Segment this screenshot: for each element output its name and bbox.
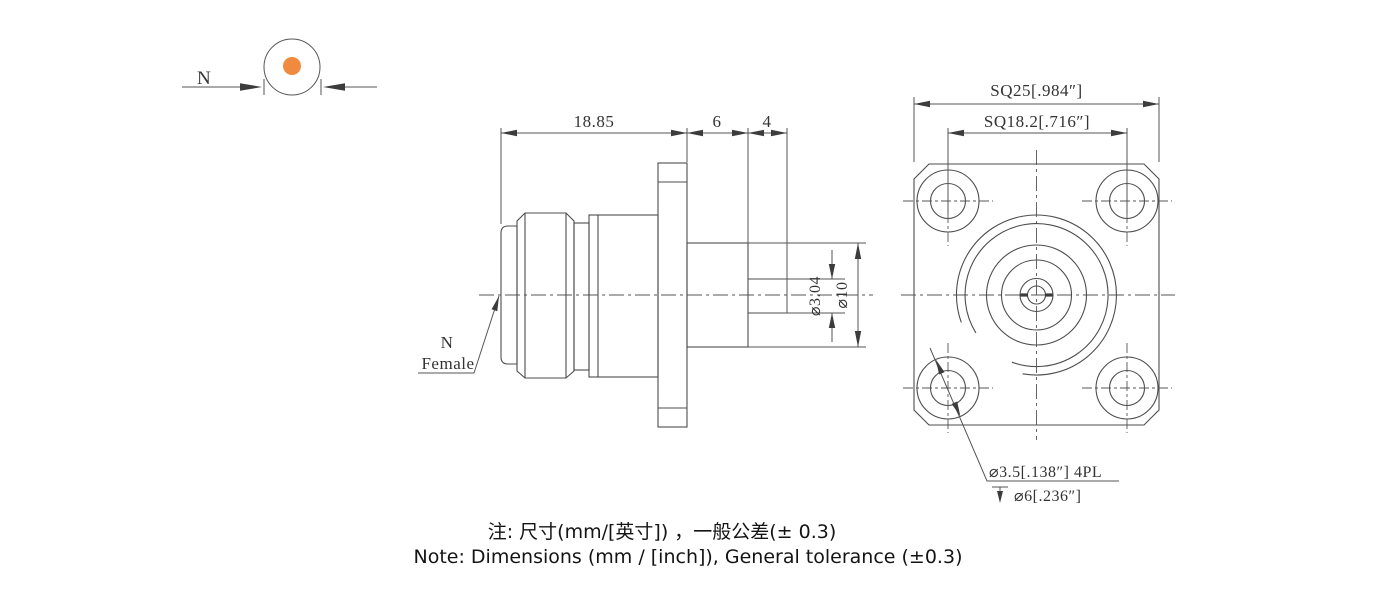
- dim-arrow-icon: [771, 129, 787, 137]
- label-connector-gender: Female: [421, 354, 474, 373]
- dim-pin-diameter: ⌀3.04: [807, 276, 824, 316]
- dim-arrow-icon: [1111, 129, 1127, 137]
- hole-spacing-dimension: SQ18.2[.716″]: [947, 112, 1128, 214]
- leader-arrow-icon: [491, 296, 499, 312]
- interface-cap: [500, 225, 518, 365]
- dim-arrow-icon: [828, 264, 836, 279]
- rear-pin: [748, 278, 787, 314]
- leader-arrow-icon: [935, 359, 945, 375]
- front-view: SQ25[.984″] SQ18.2[.716″] ⌀3.5[.138″] 4P…: [901, 81, 1175, 505]
- dim-cylinder-diameter: ⌀10: [834, 281, 851, 308]
- socket-slot-mark: [1020, 293, 1028, 297]
- connector-schematic-symbol: N: [182, 38, 377, 96]
- ext-lines-pin-dia: [787, 278, 845, 314]
- hole-callout: ⌀3.5[.138″] 4PL ⌀6[.236″]: [929, 347, 1119, 505]
- dim-arrow-icon: [748, 129, 764, 137]
- symbol-label: N: [197, 68, 211, 89]
- side-view: 18.85 6 4 ⌀3.04 ⌀10 N Female: [418, 112, 873, 428]
- mount-hole: [1082, 343, 1172, 433]
- dim-arrow-icon: [501, 129, 517, 137]
- dim-arrow-icon: [948, 129, 964, 137]
- symbol-right-arrow-icon: [323, 83, 345, 91]
- ext-lines-cyl-dia: [748, 242, 866, 348]
- thread-major-arc: [955, 214, 1118, 376]
- dim-arrow-icon: [854, 331, 862, 347]
- coax-interface-circles: [955, 214, 1118, 376]
- coax-center-contact-dot: [283, 57, 301, 75]
- note-line-cn: 注: 尺寸(mm/[英寸]) ，一般公差(± 0.3): [488, 521, 837, 543]
- dim-arrow-icon: [914, 100, 930, 108]
- symbol-left-arrow-icon: [240, 83, 262, 91]
- dim-arrow-icon: [828, 313, 836, 328]
- dim-arrow-icon: [671, 129, 687, 137]
- side-view-outline: [500, 162, 787, 428]
- dim-rear-cylinder-length: 6: [713, 112, 722, 131]
- mount-hole: [903, 343, 993, 433]
- dim-flange-square: SQ25[.984″]: [990, 81, 1082, 100]
- thread-minor-arc: [964, 223, 1109, 368]
- dim-arrow-icon: [687, 129, 703, 137]
- dim-rear-pin-length: 4: [763, 112, 772, 131]
- coupling-nut: [516, 212, 575, 379]
- bore-circle: [985, 244, 1088, 346]
- label-connector-series: N: [441, 333, 454, 352]
- socket-slot-mark: [1045, 293, 1053, 297]
- cylinder-diameter-dimension: ⌀10: [748, 242, 866, 348]
- dim-hole-spacing: SQ18.2[.716″]: [984, 112, 1090, 131]
- flange-face: [913, 163, 1160, 426]
- leader-arrow-icon: [951, 401, 961, 417]
- dim-body-length: 18.85: [574, 112, 615, 131]
- dim-arrow-icon: [854, 243, 862, 259]
- side-view-length-dimensions: 18.85 6 4: [500, 112, 788, 313]
- pin-diameter-dimension: ⌀3.04: [787, 250, 845, 342]
- rear-cylinder: [686, 242, 749, 348]
- coax-outer-conductor-circle: [263, 38, 321, 96]
- insulator-circle: [1000, 259, 1073, 331]
- drawing-notes: 注: 尺寸(mm/[英寸]) ，一般公差(± 0.3) Note: Dimens…: [414, 521, 963, 568]
- ext-lines-sq18: [947, 128, 1128, 214]
- dim-arrow-icon: [1143, 100, 1159, 108]
- note-line-en: Note: Dimensions (mm / [inch]), General …: [414, 546, 963, 568]
- callout-hole-diameter: ⌀3.5[.138″] 4PL: [989, 464, 1102, 481]
- mounting-holes: [903, 156, 1172, 433]
- counterbore-symbol-icon: [992, 486, 1008, 503]
- ext-lines-sq25: [913, 97, 1160, 162]
- flange-square-dimension: SQ25[.984″]: [913, 81, 1160, 162]
- interface-type-label: N Female: [418, 295, 500, 374]
- step-ring: [573, 222, 590, 371]
- dim-arrow-icon: [732, 129, 748, 137]
- hole-leader-line: [929, 347, 1119, 482]
- leader-line: [418, 295, 500, 374]
- socket-outer-circle: [1019, 277, 1054, 313]
- callout-counterbore-diameter: ⌀6[.236″]: [1014, 488, 1081, 505]
- connector-body: [588, 214, 659, 378]
